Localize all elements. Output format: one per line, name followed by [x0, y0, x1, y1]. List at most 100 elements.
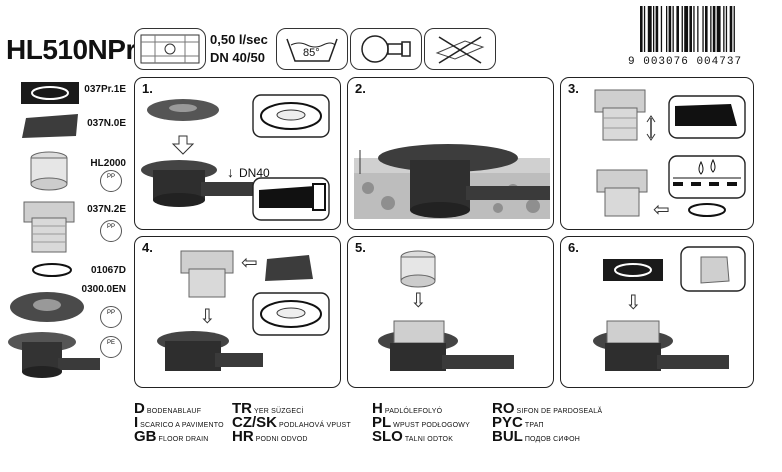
- lang-text: PODLAHOVÁ VPUST: [279, 422, 351, 429]
- dn-note: DN40: [239, 166, 270, 180]
- pipe-connection-icon: [361, 35, 411, 63]
- part-code: 037Pr.1E: [84, 84, 126, 95]
- pipe-pictogram: [350, 28, 422, 70]
- step-number: 4.: [142, 240, 153, 255]
- lang-code: PL: [372, 414, 392, 431]
- lang-code: PYC: [492, 414, 523, 431]
- step-6-panel: 6. ⇩: [560, 236, 754, 388]
- step-number: 2.: [355, 81, 366, 96]
- lang-text: YER SÜZGECİ: [254, 408, 304, 415]
- step-2-illustration: [354, 144, 550, 219]
- barcode-digit-group-1: 003076: [643, 56, 689, 68]
- lang-code: GB: [134, 428, 157, 445]
- lang-code: BUL: [492, 428, 523, 445]
- recycle-label: PP: [106, 174, 115, 180]
- seal-collar-image: [10, 292, 84, 322]
- barcode: [636, 4, 772, 54]
- grate-pictogram: [134, 28, 206, 70]
- part-cover: [20, 112, 82, 145]
- lang-code: I: [134, 414, 139, 431]
- lang-code: TR: [232, 400, 252, 417]
- left-arrow-icon: ⇦: [653, 199, 670, 221]
- recycle-icon: PP: [100, 170, 122, 192]
- barcode-digit-group-2: 004737: [696, 56, 743, 68]
- lang-text: BODENABLAUF: [146, 408, 202, 415]
- part-seal-collar: [8, 290, 86, 329]
- lang-text: PADLÓLEFOLYÓ: [384, 408, 443, 415]
- grate-icon: [140, 34, 200, 64]
- part-code: 037N.0E: [87, 118, 126, 129]
- step-number: 1.: [142, 81, 153, 96]
- grate-frame-image: [21, 82, 79, 104]
- recycle-label: PP: [106, 224, 115, 230]
- flow-rate: 0,50 l/sec: [210, 32, 268, 47]
- left-arrow-icon: ⇦: [241, 252, 258, 274]
- step-1-panel: 1. ↓ DN40: [134, 77, 341, 230]
- step-3-illustration: [594, 89, 746, 217]
- barcode-bars: [640, 6, 735, 52]
- lang-text: FLOOR DRAIN: [158, 436, 209, 443]
- step-1-illustration: [141, 94, 330, 221]
- step-5-panel: 5. ⇩: [347, 236, 554, 388]
- product-title: HL510NPr: [6, 34, 136, 65]
- recycle-icon: PP: [100, 220, 122, 242]
- step-number: 3.: [568, 81, 579, 96]
- lang-code: HR: [232, 428, 254, 445]
- part-code: 01067D: [90, 265, 126, 276]
- step-6-illustration: [593, 246, 746, 371]
- o-ring-image: [32, 263, 72, 277]
- temperature-pictogram: 85°: [276, 28, 348, 70]
- recycle-label: PE: [106, 340, 115, 346]
- recycle-icon: PE: [100, 336, 122, 358]
- lang-text: PODNI ODVOD: [255, 436, 308, 443]
- lang-text: TALNI ODTOK: [404, 436, 454, 443]
- step-4-panel: 4. ⇦ ⇩: [134, 236, 341, 388]
- part-flange: [22, 200, 76, 259]
- lang-code: H: [372, 400, 383, 417]
- part-code: 037N.2E: [87, 204, 126, 215]
- step-number: 5.: [355, 240, 366, 255]
- lang-text: SCARICO A PAVIMENTO: [140, 422, 224, 429]
- extension-ring-image: [30, 151, 68, 191]
- flange-frame-image: [23, 201, 75, 253]
- lang-text: SIFON DE PARDOSEALĂ: [516, 408, 603, 415]
- part-code: HL2000: [90, 158, 126, 169]
- temperature-label: 85°: [303, 47, 320, 59]
- lang-code: SLO: [372, 428, 403, 445]
- lang-code: D: [134, 400, 145, 417]
- lang-text: ТРАП: [524, 422, 544, 429]
- down-arrow-icon: ↓: [227, 164, 234, 180]
- wash-temp-icon: [286, 38, 338, 62]
- recycle-label: PP: [106, 310, 115, 316]
- part-code: 0300.0EN: [81, 284, 126, 295]
- drain-body-image: [8, 332, 100, 378]
- down-arrow-icon: ⇩: [625, 292, 642, 314]
- lang-text: WPUST PODŁOGOWY: [393, 422, 470, 429]
- no-adhesive-icon: [435, 36, 485, 64]
- lang-text: ПОДОВ СИФОН: [524, 436, 581, 443]
- barcode-number: 9 003076 004737: [628, 56, 742, 68]
- part-grate-frame: [20, 80, 80, 111]
- barcode-digit-lead: 9: [628, 56, 636, 68]
- step-3-panel: 3. ⇦: [560, 77, 754, 230]
- part-extension: [28, 150, 70, 197]
- step-2-panel: 2.: [347, 77, 554, 230]
- down-arrow-icon: ⇩: [410, 290, 427, 312]
- no-glue-pictogram: [424, 28, 496, 70]
- part-o-ring: [30, 262, 74, 283]
- step-number: 6.: [568, 240, 579, 255]
- part-drain-body: [6, 330, 102, 391]
- recycle-icon: PP: [100, 306, 122, 328]
